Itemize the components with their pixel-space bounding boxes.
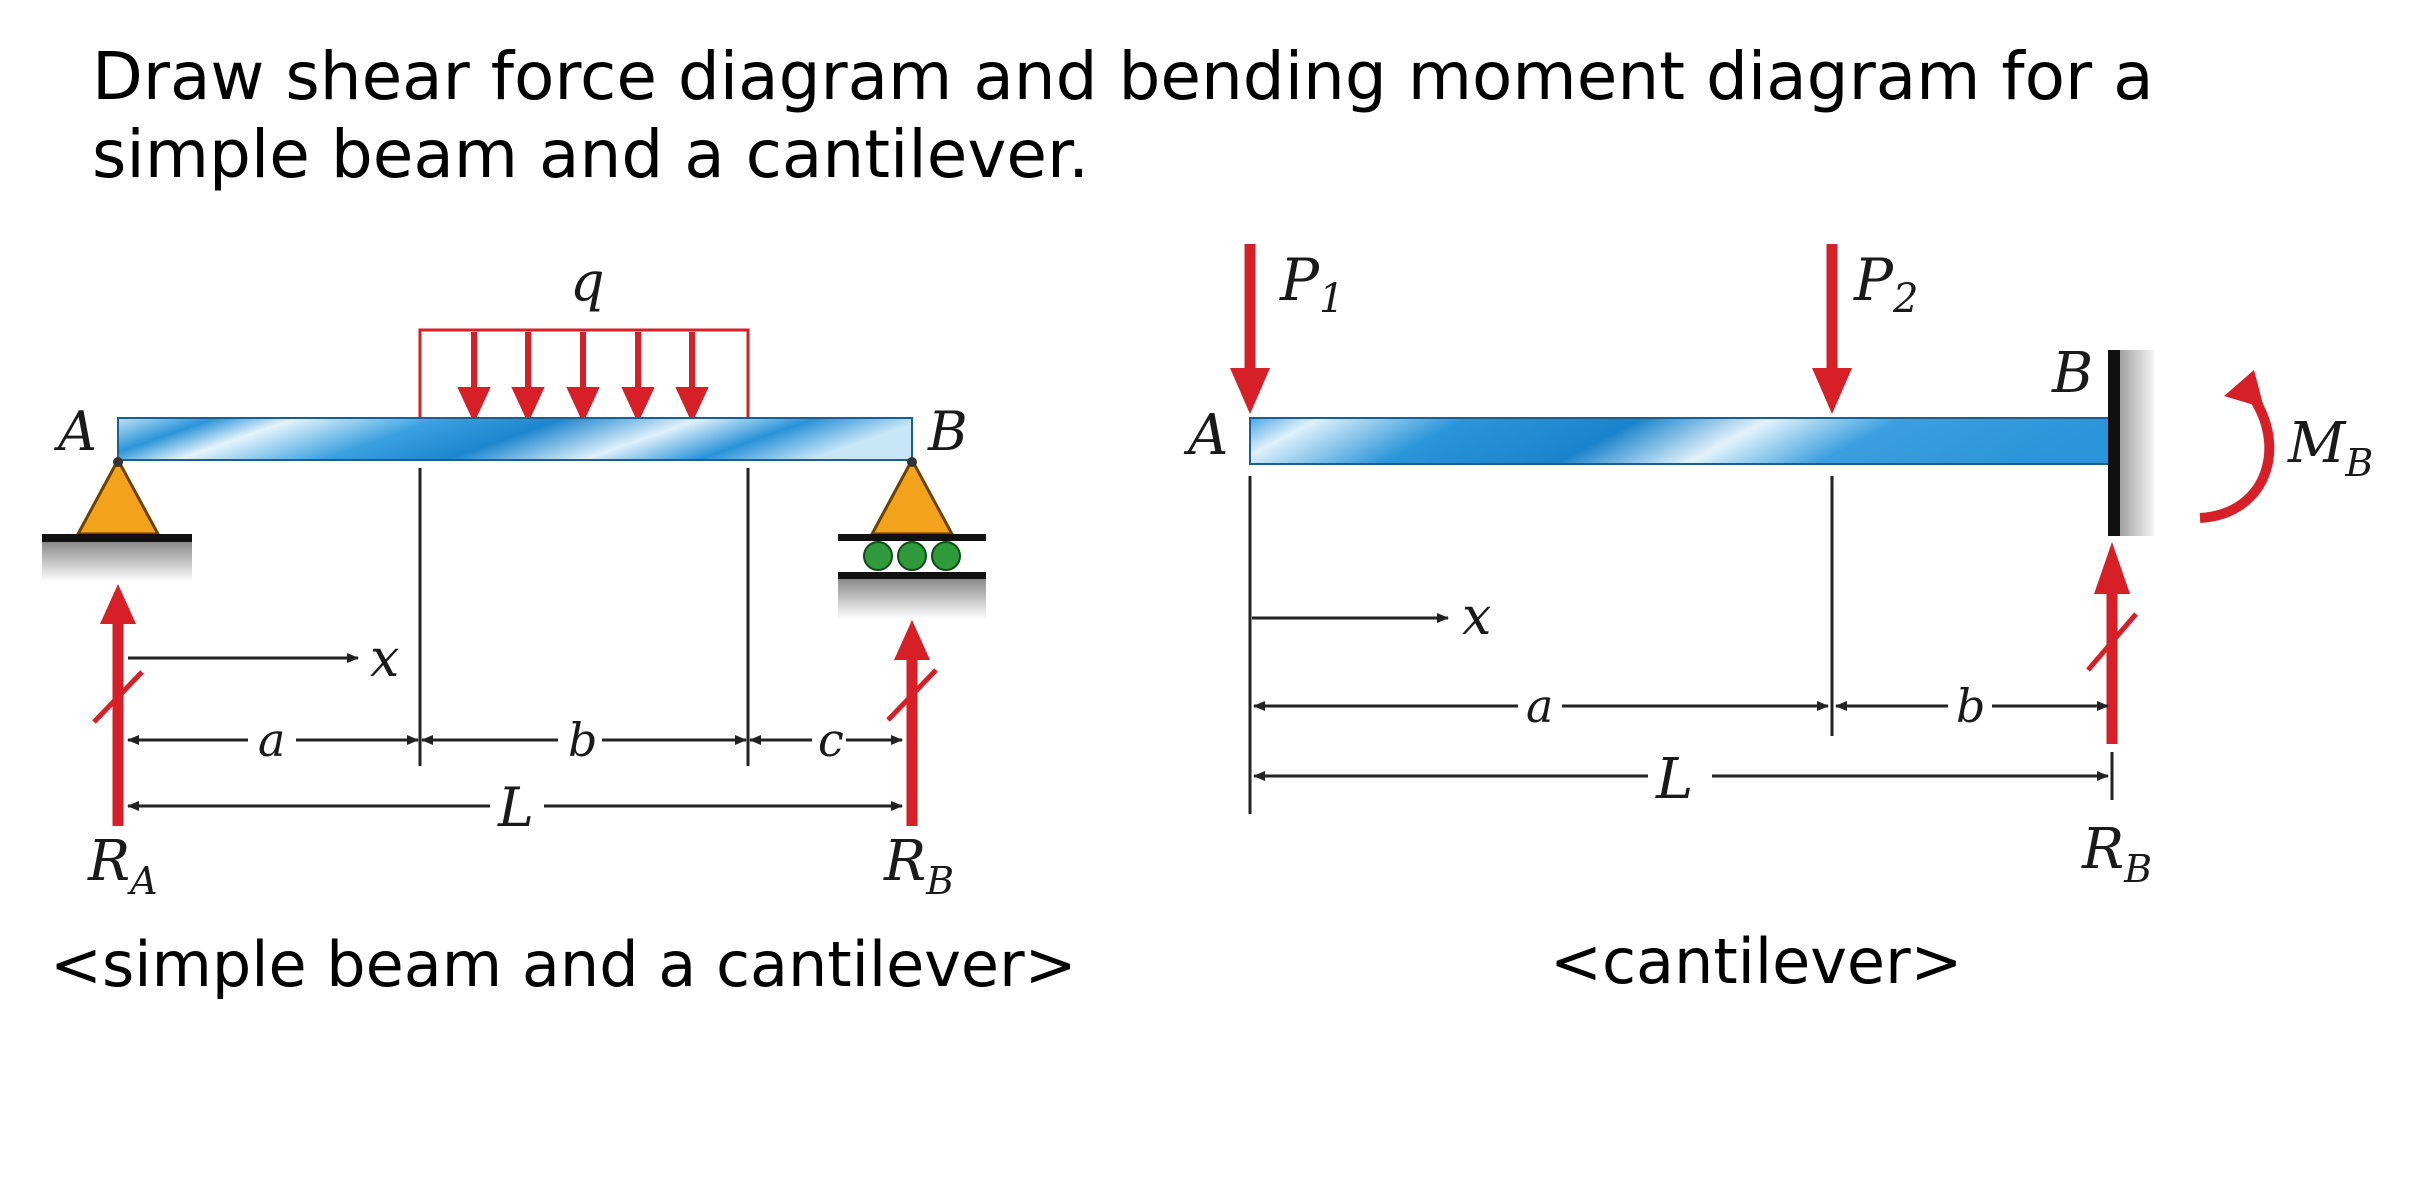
point-load-p1: [1230, 244, 1270, 414]
problem-heading: Draw shear force diagram and bending mom…: [92, 38, 2392, 194]
cantilever-reaction-rb-label: RB: [2081, 817, 2152, 891]
cantilever-diagram: P1 P2 A B MB RB: [1183, 244, 2373, 891]
cantilever-dimension-a: a: [1253, 679, 1829, 733]
simple-beam-diagram: q A B: [42, 250, 986, 903]
reaction-rb-label: RB: [883, 829, 954, 903]
cantilever-end-a-label: A: [1183, 403, 1228, 468]
svg-text:L: L: [1655, 747, 1693, 812]
point-load-p2: [1812, 244, 1852, 414]
svg-text:a: a: [1526, 679, 1553, 733]
reaction-arrow-ra: [92, 584, 144, 826]
cantilever-end-b-label: B: [2051, 341, 2093, 406]
distributed-load-q: [418, 328, 750, 424]
reaction-arrow-rb: [886, 620, 938, 826]
simple-beam-end-b-label: B: [927, 400, 968, 463]
heading-line-1: Draw shear force diagram and bending mom…: [92, 38, 2154, 115]
moment-mb-label: MB: [2287, 411, 2373, 485]
cantilever-dimension-l: L: [1253, 747, 2109, 812]
load-p1-label: P1: [1279, 246, 1344, 322]
dimension-c: c: [749, 713, 903, 767]
simple-beam-end-a-label: A: [53, 400, 97, 463]
dimension-a: a: [127, 713, 419, 767]
fixed-support-b: [2108, 350, 2154, 536]
reaction-ra-label: RA: [87, 829, 158, 903]
svg-text:b: b: [568, 713, 597, 767]
heading-line-2: simple beam and a cantilever.: [92, 116, 1090, 193]
svg-text:b: b: [1956, 679, 1985, 733]
pin-support-a: [42, 456, 192, 582]
reaction-arrow-rb-cantilever: [2086, 542, 2138, 744]
load-p2-label: P2: [1853, 246, 1918, 322]
cantilever-caption: <cantilever>: [1550, 925, 1963, 998]
roller-support-b: [838, 456, 986, 619]
svg-text:c: c: [818, 713, 844, 767]
dimension-l: L: [127, 776, 903, 839]
cantilever-x-label: x: [1462, 587, 1491, 647]
x-coordinate-label: x: [370, 629, 399, 689]
svg-text:L: L: [497, 776, 534, 839]
cantilever-beam: [1249, 417, 2113, 465]
load-intensity-label: q: [570, 250, 605, 313]
simple-beam-caption: <simple beam and a cantilever>: [50, 928, 1077, 1001]
cantilever-dimension-b: b: [1835, 679, 2109, 733]
moment-arrow-mb: [2199, 370, 2275, 523]
dimension-b: b: [421, 713, 747, 767]
simple-beam: [117, 417, 913, 461]
svg-text:a: a: [258, 713, 285, 767]
